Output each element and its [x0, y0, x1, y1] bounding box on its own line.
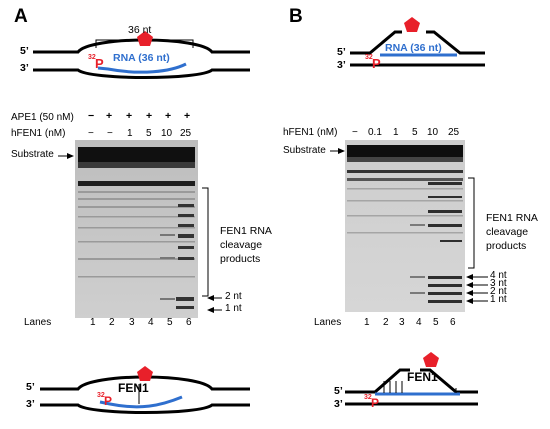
panel-a-ape1-mark: +	[126, 110, 133, 122]
panel-b-size-marker: 2 nt	[490, 286, 507, 297]
panel-a-bottom-isotope-number: 32	[97, 392, 105, 399]
panel-a-ape1-mark: +	[106, 110, 113, 122]
panel-b-cleavage-label-line: products	[486, 240, 527, 252]
panel-a-ape1-mark: +	[165, 110, 172, 122]
panel-b-bottom-strand-3-label: 3’	[334, 398, 343, 410]
panel-a-fen1-label: FEN1	[118, 381, 149, 395]
panel-a-hfen1-value: 10	[161, 128, 173, 139]
panel-a-hfen1-value: 1	[127, 128, 133, 139]
panel-b-hfen1-value: 25	[448, 127, 460, 138]
panel-a-ape1-label: APE1 (50 nM)	[11, 112, 74, 123]
panel-a-gel	[75, 140, 198, 318]
panel-a-size-marker: 2 nt	[225, 291, 242, 302]
panel-b-bottom-strand-5-label: 5’	[334, 385, 343, 397]
panel-b-isotope-p: P	[372, 56, 381, 71]
panel-b-hfen1-value: −	[352, 127, 358, 138]
annotation-arrows	[58, 148, 488, 313]
panel-b-lane-number: 1	[364, 317, 370, 328]
panel-b-size-marker: 1 nt	[490, 294, 507, 305]
panel-b-lane-number: 6	[450, 317, 456, 328]
panel-a-strand-3-label: 3’	[20, 62, 29, 74]
panel-a-letter: A	[14, 6, 28, 27]
panel-a-lane-number: 4	[148, 317, 154, 328]
panel-b-lanes-label: Lanes	[314, 317, 342, 328]
panel-a-hfen1-value: −	[88, 128, 94, 139]
panel-a-cleavage-label-line: cleavage	[220, 239, 263, 251]
panel-b-isotope-number: 32	[365, 54, 373, 61]
panel-b-strand-5-label: 5’	[337, 46, 346, 58]
panel-a-rna-label: RNA (36 nt)	[113, 52, 170, 64]
panel-b-top-diagram	[350, 17, 485, 67]
panel-a-size-marker: 1 nt	[225, 303, 242, 314]
panel-b-hfen1-label: hFEN1 (nM)	[283, 127, 338, 138]
panel-b-cleavage-label-line: cleavage	[486, 226, 529, 238]
panel-b-cleavage-label-line: FEN1 RNA	[486, 212, 538, 224]
panel-a-lane-number: 2	[109, 317, 115, 328]
panel-b-hfen1-value: 10	[427, 127, 439, 138]
panel-a-lane-number: 6	[186, 317, 192, 328]
panel-b-hfen1-value: 1	[393, 127, 399, 138]
panel-a-cleavage-label-line: products	[220, 253, 261, 265]
panel-a-ape1-mark: +	[146, 110, 153, 122]
panel-a-isotope-number: 32	[88, 54, 96, 61]
panel-b-bottom-diagram	[345, 352, 478, 406]
panel-a-hfen1-value: 25	[180, 128, 192, 139]
panel-b-substrate-label: Substrate	[283, 145, 326, 156]
panel-a-hfen1-label: hFEN1 (nM)	[11, 128, 66, 139]
panel-a-substrate-label: Substrate	[11, 149, 54, 160]
panel-a-bottom-strand-5-label: 5’	[26, 381, 35, 393]
panel-a-isotope-p: P	[95, 56, 104, 71]
abasic-site-pentagon	[423, 352, 439, 367]
panel-b-letter: B	[289, 6, 303, 27]
panel-b-strand-3-label: 3’	[337, 59, 346, 71]
panel-b-size-marker: 3 nt	[490, 278, 507, 289]
abasic-site-pentagon	[137, 366, 153, 381]
panel-b-rna-label: RNA (36 nt)	[385, 42, 442, 54]
panel-b-hfen1-value: 5	[412, 127, 418, 138]
panel-b-lane-number: 5	[433, 317, 439, 328]
panel-a-lanes-label: Lanes	[24, 317, 52, 328]
panel-b-gel	[345, 140, 465, 312]
panel-a-strand-5-label: 5’	[20, 45, 29, 57]
panel-b-lane-number: 3	[399, 317, 405, 328]
panel-b-lane-number: 4	[416, 317, 422, 328]
panel-a-hfen1-value: −	[107, 128, 113, 139]
panel-a-ape1-mark: +	[184, 110, 191, 122]
panel-a-bottom-isotope-p: P	[104, 394, 113, 408]
panel-b-lane-number: 2	[383, 317, 389, 328]
panel-b-hfen1-value: 0.1	[368, 127, 382, 138]
panel-b-fen1-label: FEN1	[407, 370, 438, 384]
panel-a-lane-number: 5	[167, 317, 173, 328]
panel-a-lane-number: 3	[129, 317, 135, 328]
abasic-site-pentagon	[404, 17, 420, 32]
panel-a-hfen1-value: 5	[146, 128, 152, 139]
panel-a-bottom-diagram	[40, 366, 250, 414]
panel-a-top-diagram	[33, 31, 250, 79]
panel-b-bottom-isotope-p: P	[371, 396, 380, 410]
panel-b-size-marker: 4 nt	[490, 270, 507, 281]
panel-a-bottom-strand-3-label: 3’	[26, 398, 35, 410]
abasic-site-pentagon	[137, 31, 153, 46]
panel-a-lane-number: 1	[90, 317, 96, 328]
panel-a-ape1-mark: −	[88, 110, 95, 122]
panel-a-cleavage-label-line: FEN1 RNA	[220, 225, 272, 237]
panel-b-bottom-isotope-number: 32	[364, 394, 372, 401]
panel-a-length-label: 36 nt	[128, 24, 152, 36]
